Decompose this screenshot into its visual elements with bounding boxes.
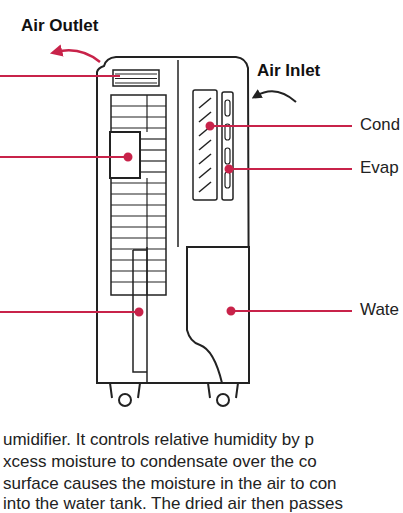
leader-line xyxy=(0,156,128,158)
grille-slat xyxy=(111,105,166,106)
evaporator-fin xyxy=(225,148,230,164)
body-text: surface causes the moisture in the air t… xyxy=(3,474,337,494)
grille-slat xyxy=(140,138,166,139)
leader-line xyxy=(210,125,352,127)
part-name: Evap xyxy=(360,158,399,178)
housing xyxy=(97,57,249,406)
body-text: umidifier. It controls relative humidity… xyxy=(3,430,314,450)
grille-slat xyxy=(111,127,166,128)
body-outline xyxy=(97,57,249,383)
grille-slat xyxy=(140,171,166,172)
leader-line xyxy=(231,310,352,312)
part-name: Wate xyxy=(360,300,399,320)
condenser-slash xyxy=(199,182,211,192)
grille-slat xyxy=(111,182,166,183)
part-heading: Air Inlet xyxy=(257,61,320,81)
slats xyxy=(111,74,230,295)
condenser-panel xyxy=(193,90,217,200)
grille-slat xyxy=(111,270,166,271)
divider xyxy=(177,60,179,247)
grille-slat xyxy=(111,259,166,260)
grille-slat xyxy=(111,248,166,249)
top-vent xyxy=(113,70,159,86)
front-grille xyxy=(111,95,166,295)
side-panel xyxy=(133,250,147,372)
condenser-slash xyxy=(199,98,211,108)
grille-slat xyxy=(111,237,166,238)
outlet-arrow xyxy=(56,50,100,62)
condenser-slash xyxy=(199,112,211,122)
condenser-slash xyxy=(199,168,211,178)
body-text: into the water tank. The dried air then … xyxy=(3,494,343,513)
grille-slat xyxy=(111,226,166,227)
evaporator-fin xyxy=(225,172,230,188)
leader-dot xyxy=(207,123,214,130)
leader-dot xyxy=(125,154,132,161)
vent-slat xyxy=(115,82,157,83)
leader-line xyxy=(0,75,120,77)
part-name: Cond xyxy=(360,115,400,135)
grille-slat xyxy=(111,116,166,117)
leader-dot xyxy=(136,309,143,316)
leader-line xyxy=(229,168,352,170)
grille-slat xyxy=(111,204,166,205)
wheel xyxy=(119,394,131,406)
grille-slat xyxy=(111,215,166,216)
leader-dot xyxy=(228,308,235,315)
evaporator-panel xyxy=(222,92,233,200)
grille-slat xyxy=(111,281,166,282)
leader-line xyxy=(0,311,139,313)
vent-slat xyxy=(115,73,157,74)
grille-slat xyxy=(140,160,166,161)
condenser-slash xyxy=(199,154,211,164)
grille-divider xyxy=(146,178,147,295)
condenser-slash xyxy=(199,140,211,150)
grille-slat xyxy=(111,193,166,194)
part-heading: Air Outlet xyxy=(21,16,98,36)
leader-dot xyxy=(226,166,233,173)
body-text: xcess moisture to condensate over the co xyxy=(3,452,317,472)
leader-lines xyxy=(0,76,352,316)
wheel xyxy=(217,394,229,406)
water-tank xyxy=(187,247,249,383)
grille-slat xyxy=(140,149,166,150)
vent-slat xyxy=(115,78,157,79)
control-panel xyxy=(110,132,140,178)
grille-divider xyxy=(146,95,147,132)
inlet-arrow xyxy=(256,91,296,102)
evaporator-fin xyxy=(225,100,230,116)
